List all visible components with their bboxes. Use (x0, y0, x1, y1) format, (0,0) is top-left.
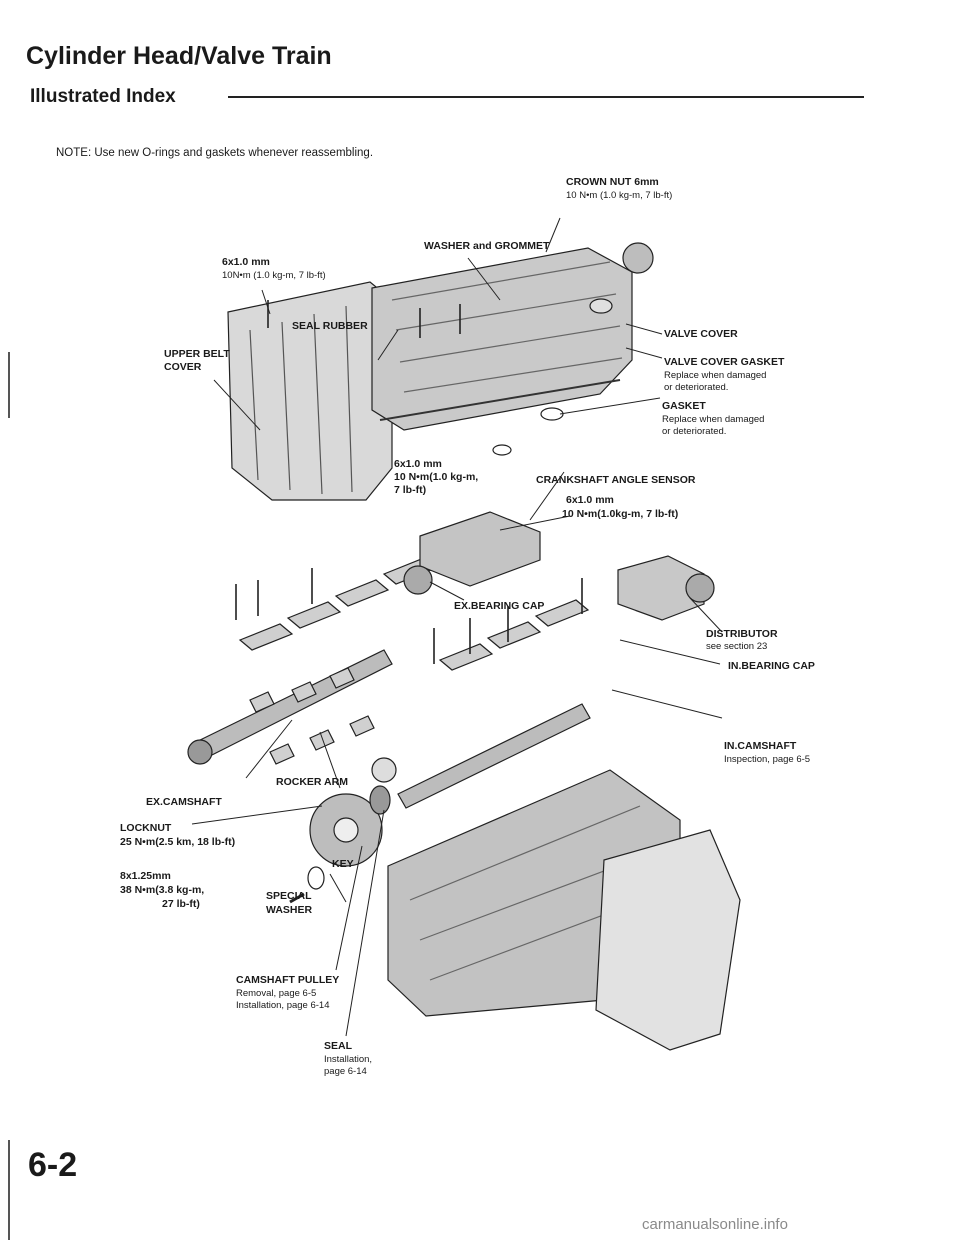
camshaft-pulley-installation: Installation, page 6-14 (236, 1000, 330, 1011)
crank-angle-sensor-label: CRANKSHAFT ANGLE SENSOR (536, 474, 696, 486)
special-washer-label-2: WASHER (266, 904, 313, 916)
upper-belt-cover-shape (227, 281, 393, 501)
valve-cover-gasket-note: Replace when damaged (664, 370, 767, 381)
valve-cover-gasket-label: VALVE COVER GASKET (664, 356, 785, 368)
margin-bar-bottom (8, 1140, 10, 1240)
seal-label: SEAL (324, 1040, 353, 1052)
camshaft-pulley-label: CAMSHAFT PULLEY (236, 974, 340, 986)
bolt-mid-torque: 10 N•m(1.0 kg-m, (394, 471, 479, 483)
washer-grommet-label: WASHER and GROMMET (424, 240, 550, 252)
upper-belt-cover-label: UPPER BELT (164, 348, 230, 360)
ex-bearing-cap-label: EX.BEARING CAP (454, 600, 545, 612)
bolt-pulley-torque-2: 27 lb-ft) (162, 898, 200, 910)
distributor-label: DISTRIBUTOR (706, 628, 778, 640)
crank-angle-sensor-shape (419, 511, 541, 587)
ex-camshaft-shape (195, 649, 393, 759)
seal-rubber-label: SEAL RUBBER (292, 320, 368, 332)
key-label: KEY (332, 858, 354, 870)
oil-filler-cap-shape (622, 242, 654, 274)
ex-camshaft-label: EX.CAMSHAFT (146, 796, 222, 808)
intake-manifold-shape (595, 829, 741, 1051)
margin-bar-top (8, 352, 10, 418)
crown-nut-torque: 10 N•m (1.0 kg-m, 7 lb-ft) (566, 190, 673, 201)
in-bearing-caps-shape (438, 599, 590, 671)
valve-cover-shape (371, 247, 633, 431)
bolt-mid-size: 6x1.0 mm (394, 458, 442, 470)
header-rule (228, 96, 864, 98)
watermark: carmanualsonline.info (642, 1216, 788, 1233)
page-number: 6-2 (28, 1146, 78, 1184)
bolt-pulley-torque: 38 N•m(3.8 kg-m, (120, 884, 205, 896)
rocker-arm-label: ROCKER ARM (276, 776, 348, 788)
in-camshaft-note: Inspection, page 6-5 (724, 754, 811, 765)
bolt-top-torque: 10N•m (1.0 kg-m, 7 lb-ft) (222, 270, 326, 281)
upper-belt-cover-label-2: COVER (164, 361, 202, 373)
distributor-shape (617, 555, 705, 621)
special-washer-label: SPECIAL (266, 890, 312, 902)
assembly-note: NOTE: Use new O-rings and gaskets whenev… (56, 147, 374, 159)
seal-note: Installation, (324, 1054, 373, 1065)
gasket-label: GASKET (662, 400, 706, 412)
crown-nut-label: CROWN NUT 6mm (566, 176, 659, 188)
gasket-ring-shape (540, 407, 564, 421)
in-camshaft-shape (397, 703, 591, 809)
bolt-pulley-size: 8x1.25mm (120, 870, 171, 882)
locknut-torque: 25 N•m(2.5 km, 18 lb-ft) (120, 836, 236, 848)
camshaft-pulley-removal: Removal, page 6-5 (236, 988, 317, 999)
gasket-note-2: or deteriorated. (662, 426, 727, 437)
in-bearing-cap-label: IN.BEARING CAP (728, 660, 815, 672)
in-camshaft-label: IN.CAMSHAFT (724, 740, 797, 752)
page-title: Cylinder Head/Valve Train (26, 42, 332, 70)
bolt-right-torque: 10 N•m(1.0kg-m, 7 lb-ft) (562, 508, 679, 520)
valve-cover-label: VALVE COVER (664, 328, 738, 340)
gasket-note: Replace when damaged (662, 414, 765, 425)
section-subtitle: Illustrated Index (30, 86, 176, 107)
bolt-mid-torque-2: 7 lb-ft) (394, 484, 427, 496)
seal-note-2: page 6-14 (324, 1066, 367, 1077)
bolt-top-size: 6x1.0 mm (222, 256, 270, 268)
valve-cover-gasket-note-2: or deteriorated. (664, 382, 729, 393)
locknut-label: LOCKNUT (120, 822, 172, 834)
bolt-right-size: 6x1.0 mm (566, 494, 614, 506)
distributor-note: see section 23 (706, 641, 768, 652)
